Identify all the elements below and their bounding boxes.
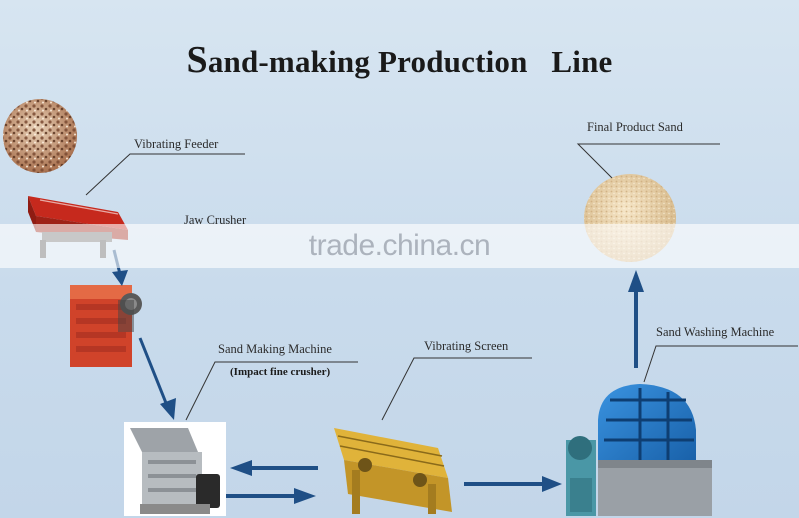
- leader-sand-making: [185, 361, 358, 421]
- raw-stone-pile: [3, 99, 77, 173]
- label-impact-fine-crusher: (Impact fine crusher): [230, 366, 331, 378]
- label-jaw-crusher: Jaw Crusher: [184, 213, 247, 227]
- arrow-screen-to-sandmaker: [230, 460, 318, 476]
- label-vibrating-screen: Vibrating Screen: [424, 339, 509, 353]
- vibrating-screen-machine: [334, 428, 452, 514]
- sand-making-machine: [124, 422, 226, 516]
- title-rest: and-making Production Line: [207, 44, 613, 79]
- arrow-washer-to-final: [628, 270, 644, 368]
- title-first-letter: S: [186, 39, 208, 81]
- leader-final-sand: [576, 143, 720, 179]
- label-sand-making-machine: Sand Making Machine: [218, 342, 332, 356]
- sand-washing-machine: [566, 384, 712, 516]
- leader-vibrating-screen: [381, 357, 532, 421]
- watermark-text: trade.china.cn: [308, 229, 491, 262]
- leader-sand-washing: [643, 345, 798, 383]
- arrow-jaw-to-sandmaker: [138, 337, 176, 420]
- jaw-crusher-machine: [70, 285, 142, 367]
- leader-vibrating-feeder: [85, 153, 245, 196]
- arrow-sandmaker-to-screen: [226, 488, 316, 504]
- label-vibrating-feeder: Vibrating Feeder: [134, 137, 219, 151]
- label-final-product-sand: Final Product Sand: [587, 120, 683, 134]
- arrow-screen-to-washer: [464, 476, 562, 492]
- leader-lines: [85, 143, 798, 421]
- label-sand-washing-machine: Sand Washing Machine: [656, 325, 775, 339]
- flow-arrows: [112, 249, 644, 504]
- page-title: Sand-making Production Line: [0, 38, 799, 82]
- watermark-band: [0, 224, 799, 268]
